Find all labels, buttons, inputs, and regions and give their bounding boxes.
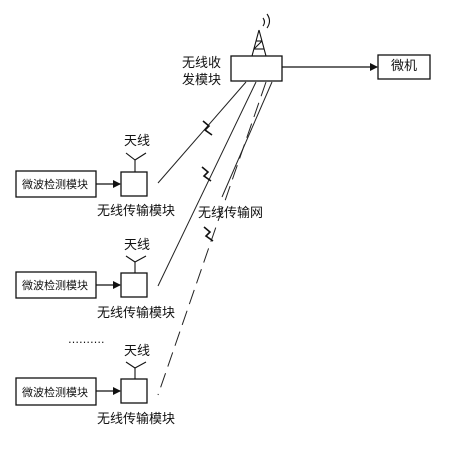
tower-antenna-icon [251,13,271,57]
antenna-icon [125,152,147,172]
sensor-node-1 [15,152,148,198]
transceiver-label-line2: 发模块 [182,73,222,88]
wireless-module-label: 无线传输模块 [97,204,176,219]
transceiver-label-line1: 无线收 [182,56,222,71]
transceiver-module [230,13,283,82]
antenna-label: 天线 [124,134,151,149]
wireless-module-label: 无线传输模块 [97,412,176,427]
wireless-module-box [120,171,148,197]
microcomputer-label: 微机 [391,59,418,74]
wireless-links [157,81,273,396]
ellipsis: ………. [68,333,105,346]
wireless-module-label: 无线传输模块 [97,306,176,321]
wireless-module-box [120,378,148,404]
wireless-module-box [120,272,148,298]
lightning-icons [201,120,214,242]
detect-module-label: 微波检测模块 [22,386,88,399]
antenna-icon [125,255,147,273]
antenna-label: 天线 [124,344,151,359]
sensor-node-2 [15,255,148,299]
lightning-icon [202,120,213,136]
sensor-node-3 [15,361,148,406]
lightning-icon [203,226,214,242]
antenna-label: 天线 [124,238,151,253]
network-label: 无线传输网 [198,206,264,221]
antenna-icon [125,361,147,379]
microcomputer-box [377,54,431,80]
lightning-icon [201,166,212,182]
detect-module-label: 微波检测模块 [22,178,88,191]
detect-module-label: 微波检测模块 [22,279,88,292]
